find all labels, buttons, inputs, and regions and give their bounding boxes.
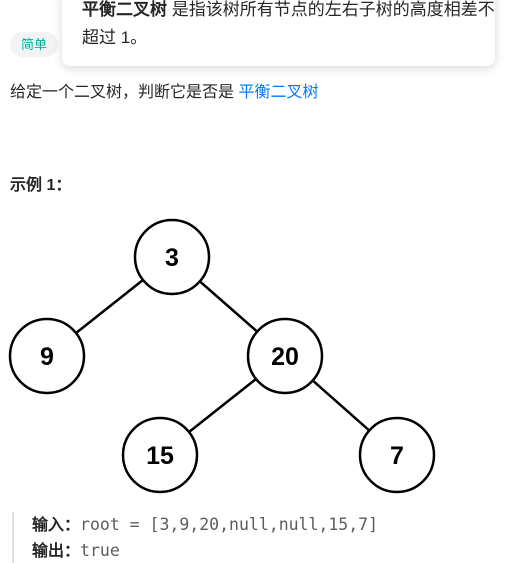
tree-node-circle [8,317,86,395]
tree-node-circle [358,416,436,494]
binary-tree-diagram: 3 9 20 15 7 [8,218,436,494]
example-output-line: 输出：true [32,538,378,563]
tooltip-text: 平衡二叉树 是指该树所有节点的左右子树的高度相差不超过 1。 [82,0,504,52]
example-title: 示例 1： [10,177,72,194]
tree-node-label: 15 [146,442,174,470]
tree-edges [46,256,398,456]
tree-node-circle [133,218,211,296]
tree-node-7: 7 [358,416,436,494]
tree-node-circle [246,317,324,395]
description-text: 给定一个二叉树，判断它是否是 [10,84,239,101]
tree-node-label: 9 [40,343,54,371]
tree-nodes: 3 9 20 15 7 [8,218,436,494]
output-value: true [80,541,120,560]
tooltip-term: 平衡二叉树 [82,0,167,19]
input-label: 输入： [32,517,81,534]
tree-node-label: 3 [165,244,179,272]
tree-node-3: 3 [133,218,211,296]
tree-node-9: 9 [8,317,86,395]
tree-node-label: 7 [390,442,404,470]
difficulty-badge: 简单 [10,32,58,57]
balanced-tree-link[interactable]: 平衡二叉树 [238,84,319,101]
input-value: root = [3,9,20,null,null,15,7] [80,515,379,534]
tree-node-circle [121,416,199,494]
tooltip-definition: 是指该树所有节点的左右子树的高度相差不超过 1。 [82,0,495,47]
tree-node-15: 15 [121,416,199,494]
tree-node-20: 20 [246,317,324,395]
example-input-line: 输入：root = [3,9,20,null,null,15,7] [32,512,378,538]
tree-node-label: 20 [271,343,299,371]
example-code-block: 输入：root = [3,9,20,null,null,15,7] 输出：tru… [12,512,378,563]
output-label: 输出： [32,543,81,560]
definition-tooltip: 平衡二叉树 是指该树所有节点的左右子树的高度相差不超过 1。 [62,0,495,66]
problem-description: 给定一个二叉树，判断它是否是 平衡二叉树 [10,80,318,106]
